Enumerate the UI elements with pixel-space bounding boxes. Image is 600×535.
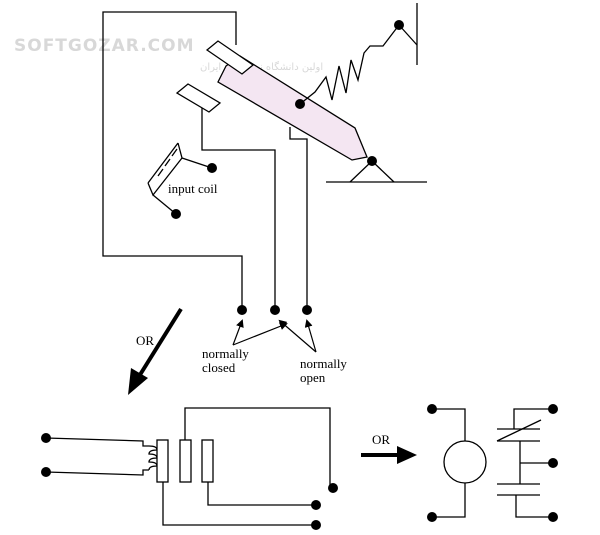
armature-contact-top xyxy=(205,40,255,75)
coil-lead-top xyxy=(181,157,213,169)
symbol-common-node xyxy=(548,458,558,468)
watermark-brand: SOFTGOZAR.COM xyxy=(14,36,195,56)
coil-wire-top xyxy=(432,408,466,441)
common-terminal xyxy=(237,305,247,315)
input-coil xyxy=(147,142,183,197)
coil-symbol xyxy=(443,440,487,484)
coil-input-top xyxy=(45,437,149,447)
relay-mechanism-nodes xyxy=(171,20,404,315)
relay-schematic xyxy=(45,407,331,526)
no-wire xyxy=(289,127,308,308)
contact-no xyxy=(201,439,214,483)
common-wire xyxy=(184,407,331,488)
nc-contact-upper xyxy=(513,408,549,429)
watermark: SOFTGOZAR.COM اولین دانشگاه نرم افزار ای… xyxy=(14,36,323,73)
coil-wire-bottom xyxy=(432,483,466,518)
frame-wire xyxy=(102,11,243,308)
normally-open-label-line2: open xyxy=(300,370,326,385)
symbol-coil-bottom-node xyxy=(427,512,437,522)
relay-symbol xyxy=(432,408,549,518)
coil-input-bottom xyxy=(45,469,149,476)
nc-out-node xyxy=(311,500,321,510)
spring-armature-node xyxy=(295,99,305,109)
or-label-left: OR xyxy=(136,333,154,348)
normally-closed-label-line2: closed xyxy=(202,360,236,375)
pivot-node xyxy=(367,156,377,166)
contact-common xyxy=(156,439,169,483)
symbol-coil-top-node xyxy=(427,404,437,414)
label-arrows xyxy=(232,319,317,353)
coil-winding xyxy=(148,445,158,471)
spring-anchor-node xyxy=(394,20,404,30)
nc-terminal xyxy=(270,305,280,315)
normally-closed-label-line1: normally xyxy=(202,346,249,361)
coil-input-bottom-node xyxy=(41,467,51,477)
nc-out-wire xyxy=(207,482,312,506)
contact-nc xyxy=(179,439,192,483)
relay-symbol-nodes xyxy=(427,404,558,522)
no-out-wire xyxy=(162,482,312,526)
no-out-node xyxy=(311,520,321,530)
relay-mechanism xyxy=(102,3,427,308)
relay-schematic-nodes xyxy=(41,433,338,530)
armature-contact-bottom xyxy=(175,83,222,113)
symbol-nc-node xyxy=(548,404,558,414)
coil-terminal-top xyxy=(207,163,217,173)
or-arrow-diagonal xyxy=(128,307,183,395)
coil-terminal-bottom xyxy=(171,209,181,219)
nc-wire xyxy=(201,108,276,308)
nc-slash xyxy=(496,419,542,442)
symbol-no-node xyxy=(548,512,558,522)
or-label-right: OR xyxy=(372,432,390,447)
no-terminal xyxy=(302,305,312,315)
spring xyxy=(299,24,400,105)
normally-open-label-line1: normally xyxy=(300,356,347,371)
input-coil-label: input coil xyxy=(168,181,218,196)
common-out-node xyxy=(328,483,338,493)
coil-input-top-node xyxy=(41,433,51,443)
or-arrow-horizontal xyxy=(361,446,417,464)
